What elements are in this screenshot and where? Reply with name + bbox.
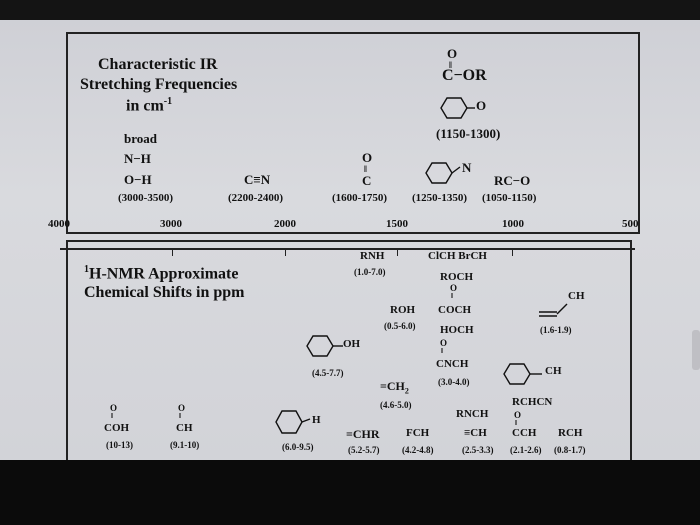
wavenumber-axis [60, 248, 635, 250]
amide-range: (3.0-4.0) [438, 377, 470, 387]
benzene-ring-icon [306, 335, 343, 357]
hoch-label: HOCH [440, 324, 474, 336]
benzene-ring-icon [275, 410, 311, 434]
benzene-ring-icon [440, 97, 475, 119]
halo-ch-label: ClCH BrCH [428, 250, 487, 262]
ch2-text: =CH [380, 379, 405, 393]
ester-range: (1150-1300) [436, 126, 501, 141]
ch2-range: (4.6-5.0) [380, 400, 412, 410]
fch-label: FCH [406, 427, 430, 439]
axis-tick [397, 250, 398, 256]
nmr-title-text: H-NMR Approximate [89, 265, 239, 283]
aldehyde-double-bond: ‖ [179, 412, 182, 420]
axis-tick [512, 250, 513, 256]
ch2-subscript: 2 [404, 386, 409, 396]
broad-label: broad [124, 131, 157, 146]
rchcn-label: RCHCN [512, 396, 553, 408]
carbonyl-double-bond: ‖ [364, 164, 367, 174]
coch-o: O [450, 283, 458, 293]
alkene-bond-icon [539, 303, 568, 317]
ketone-cch-label: CCH [512, 427, 537, 439]
alkyl-rch-label: RCH [558, 427, 583, 439]
axis-tick [172, 250, 173, 256]
ch2-label: =CH2 [380, 379, 409, 395]
aldehyde-range: (9.1-10) [170, 440, 200, 450]
axis-label-3000: 3000 [160, 218, 182, 230]
phenol-oh-label: OH [343, 338, 361, 350]
roh-range: (0.5-6.0) [384, 321, 416, 331]
screen-bezel [0, 460, 700, 525]
carbonyl-c: C [362, 173, 372, 188]
allylic-range: (1.6-1.9) [540, 325, 572, 335]
axis-label-1000: 1000 [502, 218, 524, 230]
benzene-ring-icon [503, 363, 542, 385]
acid-o: O [110, 403, 118, 413]
ir-title-line3: in cm-1 [126, 96, 172, 115]
allylic-ch-label: CH [568, 290, 585, 302]
ketone-range: (2.1-2.6) [510, 445, 542, 455]
rco-range: (1050-1150) [482, 192, 537, 204]
benzene-ring-icon [425, 162, 461, 184]
coch-double-bond: ‖ [451, 292, 454, 300]
oh-label: O−H [124, 172, 152, 187]
aryl-amine-n: N [462, 160, 472, 175]
rco-label: RC−O [494, 173, 531, 188]
carbonyl-range: (1600-1750) [332, 192, 387, 204]
axis-label-2000: 2000 [274, 218, 296, 230]
nitrile-range: (2200-2400) [228, 192, 283, 204]
roch-label: ROCH [440, 271, 473, 283]
axis-label-1500: 1500 [386, 218, 408, 230]
axis-label-500: 500 [622, 218, 639, 230]
carboxylic-acid-label: COH [104, 422, 130, 434]
ir-title-unit: in cm [126, 97, 164, 115]
coch-label: COCH [438, 304, 471, 316]
nitrile-label: C≡N [244, 172, 271, 187]
ir-frequency-box [66, 32, 640, 234]
rnh-range: (1.0-7.0) [354, 267, 386, 277]
aldehyde-o: O [178, 403, 186, 413]
ester-label: C−OR [442, 67, 487, 84]
vinyl-range: (5.2-5.7) [348, 445, 380, 455]
document-sheet: Characteristic IR Stretching Frequencies… [0, 20, 700, 466]
fch-range: (4.2-4.8) [402, 445, 434, 455]
ir-title-line1: Characteristic IR [98, 56, 218, 73]
scrollbar-thumb[interactable] [692, 330, 700, 370]
aryl-h-label: H [312, 414, 321, 426]
ester-double-bond: ‖ [449, 60, 452, 70]
nmr-title-line2: Chemical Shifts in ppm [84, 284, 245, 301]
acid-range: (10-13) [106, 440, 133, 450]
alkyl-range: (0.8-1.7) [554, 445, 586, 455]
nmr-title-line1: 1H-NMR Approximate [84, 264, 238, 283]
nmr-title-superscript: 1 [84, 264, 89, 275]
benzylic-ch-label: CH [545, 365, 562, 377]
amide-o: O [440, 338, 448, 348]
aldehyde-label: CH [176, 422, 193, 434]
alkyne-range: (2.5-3.3) [462, 445, 494, 455]
axis-tick [285, 250, 286, 256]
ir-title-line2: Stretching Frequencies [80, 76, 238, 93]
axis-label-4000: 4000 [48, 218, 70, 230]
alkyne-ch-label: ≡CH [464, 427, 487, 439]
amide-cnch-label: CNCH [436, 358, 469, 370]
aryl-amine-range: (1250-1350) [412, 192, 467, 204]
carbonyl-o: O [362, 150, 373, 165]
ir-title-unit-exponent: -1 [163, 96, 173, 107]
aryl-ether-o: O [476, 98, 487, 113]
phenol-range: (4.5-7.7) [312, 368, 344, 378]
aryl-h-range: (6.0-9.5) [282, 442, 314, 452]
vinyl-chr-label: =CHR [346, 427, 380, 441]
rnch-label: RNCH [456, 408, 489, 420]
oh-range: (3000-3500) [118, 192, 173, 204]
ester-carbonyl-o: O [447, 46, 458, 61]
nmr-shift-box [66, 240, 632, 466]
amide-double-bond: ‖ [441, 347, 444, 355]
roh-label: ROH [390, 304, 416, 316]
acid-double-bond: ‖ [111, 412, 114, 420]
nh-label: N−H [124, 151, 151, 166]
rnh-label: RNH [360, 250, 385, 262]
ketone-o: O [514, 410, 522, 420]
ketone-double-bond: ‖ [515, 419, 518, 427]
